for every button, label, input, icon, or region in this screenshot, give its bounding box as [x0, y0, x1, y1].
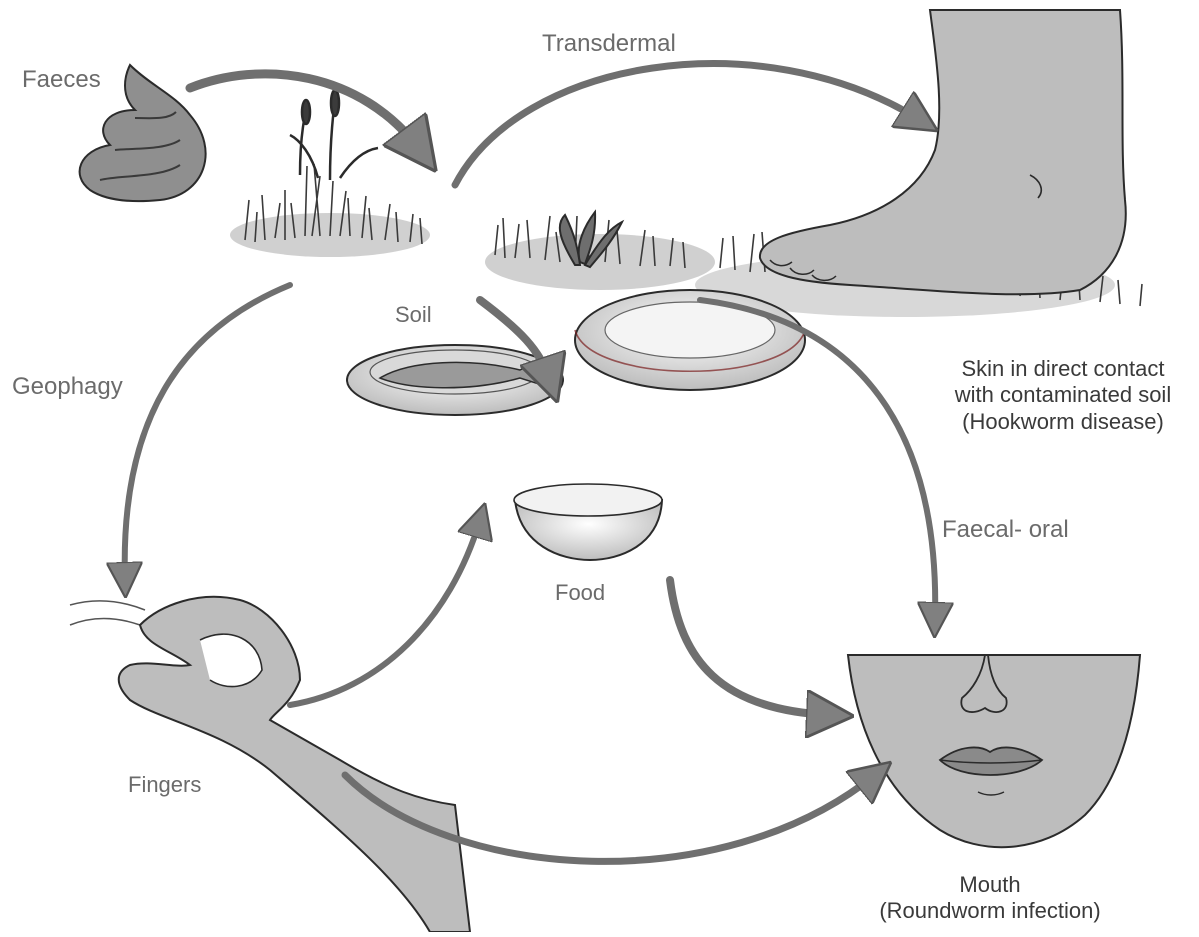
label-fingers: Fingers	[128, 772, 201, 798]
label-faecal-oral: Faecal- oral	[942, 516, 1069, 545]
label-skin-contact: Skin in direct contact with contaminated…	[938, 356, 1188, 435]
mouth-line-2: (Roundworm infection)	[865, 898, 1115, 924]
arrow-geophagy	[125, 285, 290, 580]
face-illustration	[848, 655, 1140, 847]
arrow-transdermal	[455, 64, 920, 185]
skin-line-2: with contaminated soil	[938, 382, 1188, 408]
hand-illustration	[70, 597, 470, 932]
label-faeces: Faeces	[22, 66, 101, 95]
arrow-food-to-mouth	[670, 580, 830, 715]
label-transdermal: Transdermal	[542, 30, 676, 59]
foot-illustration	[760, 10, 1126, 294]
arrow-fingers-to-food	[290, 520, 480, 705]
rice-plate-illustration	[575, 290, 805, 390]
bowl-illustration	[514, 484, 662, 560]
label-mouth: Mouth (Roundworm infection)	[865, 872, 1115, 925]
fish-plate-illustration	[347, 345, 563, 415]
label-food: Food	[555, 580, 605, 606]
skin-line-3: (Hookworm disease)	[938, 409, 1188, 435]
label-soil: Soil	[395, 302, 432, 328]
mouth-line-1: Mouth	[865, 872, 1115, 898]
label-geophagy: Geophagy	[12, 373, 123, 402]
skin-line-1: Skin in direct contact	[938, 356, 1188, 382]
